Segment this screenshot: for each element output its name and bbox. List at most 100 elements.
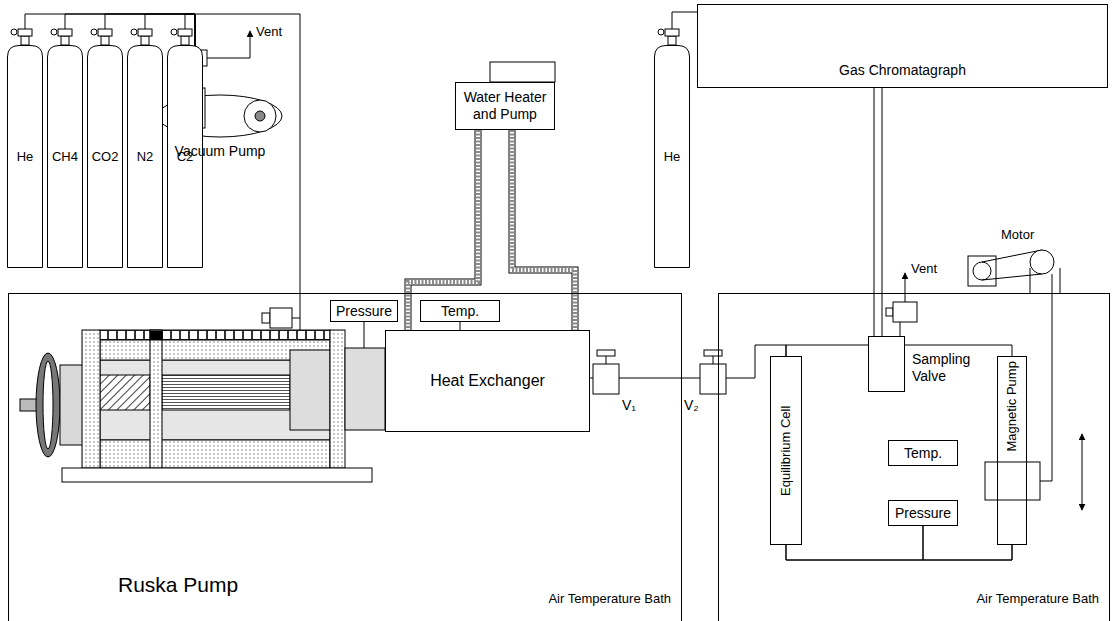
pump-name-holder: Ruska Pump — [118, 572, 238, 597]
node-label: N2 — [137, 149, 154, 165]
node-label: Pressure — [895, 505, 951, 522]
vent-label: Vent — [256, 24, 282, 40]
scale-ticks — [100, 330, 330, 340]
cylinder-outline — [88, 46, 123, 268]
node-label: Vacuum Pump — [175, 143, 266, 160]
bottom-bar — [100, 440, 330, 468]
valve-knob — [138, 29, 152, 36]
cylinder-outline — [8, 46, 43, 268]
valve-knob — [58, 29, 72, 36]
node-label: Temp. — [904, 445, 942, 462]
node-label: Heat Exchanger — [430, 371, 545, 390]
valve-knob — [98, 29, 112, 36]
valve-box: Sampling Valve — [868, 336, 905, 392]
node-label: Gas Chromatagraph — [839, 62, 966, 79]
node-label: Air Temperature Bath — [548, 591, 671, 607]
pump-valve — [270, 308, 292, 328]
valve-stem — [21, 36, 29, 45]
cylinder-outline — [128, 46, 163, 268]
screw-piece — [100, 375, 150, 410]
cylinder-valve — [171, 29, 192, 45]
vent-line — [207, 31, 250, 58]
valve-wheel — [11, 29, 17, 35]
heater-top — [490, 62, 555, 82]
gas-line — [786, 526, 923, 560]
pump-motor — [244, 100, 276, 132]
valve-body — [593, 364, 619, 394]
cylinder-valve — [51, 29, 72, 45]
gas-line — [874, 88, 875, 336]
node-label: He — [664, 149, 681, 165]
pump-column: Magnetic Pump — [997, 356, 1027, 545]
valve-stem — [668, 36, 676, 45]
node-label: CH4 — [52, 149, 78, 165]
gauge-box: Temp. — [420, 300, 500, 322]
gauge-box: Temp. — [888, 440, 958, 466]
gas-cylinder: N2 — [127, 45, 163, 268]
gas-line — [460, 322, 461, 330]
valve-handle — [886, 308, 893, 316]
node-label: Equilibrium Cell — [778, 405, 794, 495]
vent-label-holder: Vent — [911, 261, 937, 277]
valve-stem — [141, 36, 149, 45]
magnet-slider — [985, 462, 1040, 500]
vent-line — [905, 273, 906, 302]
vent-pipe — [900, 322, 901, 336]
valve-wheel — [51, 29, 57, 35]
vent-label-holder: Vent — [256, 24, 282, 40]
node-label: Water Heater and Pump — [460, 89, 550, 123]
tube-core — [512, 130, 575, 330]
node-label: Sampling Valve — [912, 351, 976, 385]
gas-line — [195, 14, 300, 330]
node-label: CO2 — [92, 149, 119, 165]
valve-stem — [61, 36, 69, 45]
valve-stem — [181, 36, 189, 45]
motor-pulley — [973, 262, 991, 280]
motor-label-holder: Motor — [1001, 227, 1034, 243]
gas-line — [786, 545, 1012, 560]
cylinder-outline — [655, 46, 690, 268]
gas-cylinder: He — [654, 45, 690, 268]
cylinder-valve — [91, 29, 112, 45]
pump-chamber — [290, 350, 330, 430]
valve-label-holder: V₁ — [622, 397, 636, 414]
bath-region: Air Temperature Bath Equilibrium Cell Samp… — [718, 293, 1110, 621]
node-label: Temp. — [441, 303, 479, 320]
cell-column: Equilibrium Cell — [770, 356, 802, 545]
piston — [162, 375, 290, 410]
valve-wheel — [131, 29, 137, 35]
cylinder-outline — [48, 46, 83, 268]
tube-casing — [512, 130, 575, 330]
gas-line — [786, 345, 868, 356]
cylinder-valve — [658, 29, 679, 45]
valve-label-holder: V₂ — [684, 397, 699, 414]
water-hose — [512, 130, 575, 330]
valve-knob — [178, 29, 192, 36]
valve-body — [700, 364, 726, 394]
valve-handle — [262, 313, 270, 323]
pump-base — [62, 468, 372, 482]
drive-pulley — [1030, 250, 1054, 274]
valve-knob — [665, 29, 679, 36]
node-label: Air Temperature Bath — [976, 591, 1099, 607]
gas-line — [923, 526, 1012, 560]
valve-wheel — [91, 29, 97, 35]
cylinder-valve — [11, 29, 32, 45]
gas-cylinder: He — [7, 45, 43, 268]
valve-stem — [606, 356, 607, 364]
node-label: Pressure — [336, 303, 392, 320]
valve-wheel — [658, 29, 664, 35]
vacuum-pump: Vacuum Pump — [150, 88, 290, 162]
valve-handle — [597, 350, 615, 356]
motor-hub — [255, 111, 265, 121]
heater-box: Water Heater and Pump — [455, 82, 555, 130]
vent-label: Vent — [911, 261, 937, 277]
left-plate — [82, 330, 100, 468]
valve-stem — [713, 356, 714, 364]
slide-marker — [150, 331, 162, 340]
gas-cylinder: CH4 — [47, 45, 83, 268]
node-label: Magnetic Pump — [1004, 361, 1020, 451]
right-plate — [330, 330, 345, 468]
